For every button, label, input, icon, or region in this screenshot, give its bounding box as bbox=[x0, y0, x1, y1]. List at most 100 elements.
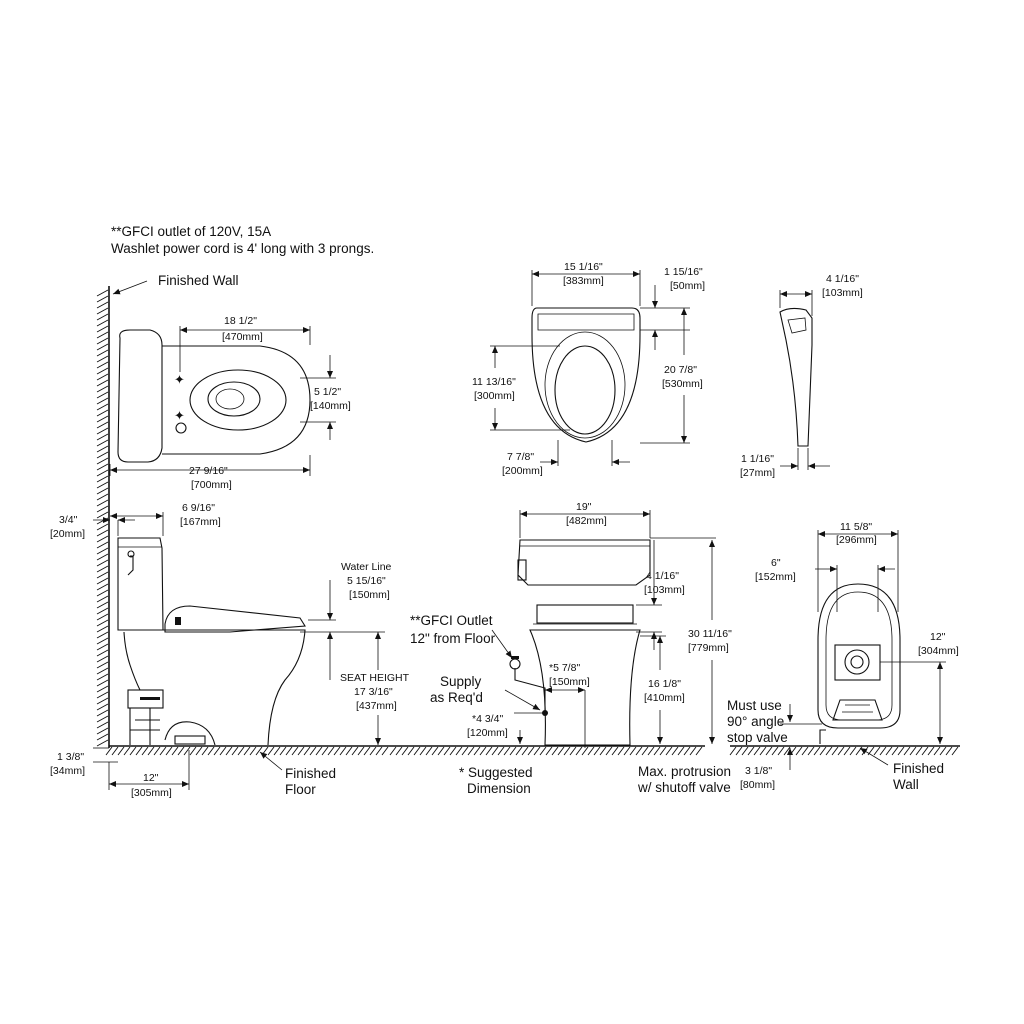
hatch-line bbox=[695, 746, 703, 756]
dim-1-1-mm: [27mm] bbox=[740, 467, 775, 479]
floor-leader bbox=[259, 751, 283, 771]
hatch-line bbox=[96, 439, 109, 447]
hatch-line bbox=[96, 607, 109, 615]
dim-20: 20 7/8" bbox=[664, 364, 697, 376]
seat-side-view: 4 1/16" [103mm] 1 1/16" [27mm] bbox=[740, 273, 863, 479]
hatch-line bbox=[291, 746, 299, 756]
hatch-line bbox=[243, 746, 251, 756]
hatch-line bbox=[123, 746, 131, 756]
dim-11-5-mm: [296mm] bbox=[836, 534, 877, 546]
hatch-line bbox=[96, 331, 109, 339]
hatch-line bbox=[753, 746, 761, 756]
plan-mark-2: ✦ bbox=[174, 408, 185, 423]
flange bbox=[164, 721, 216, 746]
hatch-line bbox=[96, 691, 109, 699]
dim-20-mm: [530mm] bbox=[662, 378, 703, 390]
hatch-line bbox=[96, 349, 109, 357]
hatch-line bbox=[96, 367, 109, 375]
hatch-line bbox=[515, 746, 523, 756]
dim-1-15-mm: [50mm] bbox=[670, 280, 705, 292]
hatch-line bbox=[261, 746, 269, 756]
hatch-line bbox=[96, 739, 109, 747]
hatch-line bbox=[96, 649, 109, 657]
hatch-line bbox=[539, 746, 547, 756]
hatch-line bbox=[741, 746, 749, 756]
hatch-line bbox=[683, 746, 691, 756]
hatch-line bbox=[563, 746, 571, 756]
dim-6-9-mm: [167mm] bbox=[180, 516, 221, 528]
dim-15-mm: [383mm] bbox=[563, 275, 604, 287]
hatch-line bbox=[219, 746, 227, 756]
dim-11-5: 11 5/8" bbox=[840, 521, 872, 533]
side-view: 3/4" [20mm] 6 9/16" [167mm] Water Line 5… bbox=[50, 502, 410, 799]
floor-hatching-front bbox=[389, 746, 703, 756]
hatch-line bbox=[473, 746, 481, 756]
flush-lever-knob bbox=[127, 550, 135, 558]
hatch-line bbox=[96, 493, 109, 501]
hatch-line bbox=[96, 301, 109, 309]
hatch-line bbox=[96, 583, 109, 591]
hatch-line bbox=[171, 746, 179, 756]
hatch-line bbox=[141, 746, 149, 756]
hatch-line bbox=[201, 746, 209, 756]
dim-12-rear: 12" bbox=[930, 631, 946, 643]
seat-ring bbox=[544, 331, 626, 439]
notes: **GFCI outlet of 120V, 15A Washlet power… bbox=[111, 224, 374, 256]
hatch-line bbox=[551, 746, 559, 756]
side-trapway bbox=[127, 689, 164, 709]
seat-hinge bbox=[175, 617, 181, 625]
finished-wall-left: Finished Wall bbox=[96, 273, 239, 748]
hatch-line bbox=[927, 746, 935, 756]
dim-30: 30 11/16" bbox=[688, 628, 732, 640]
hatch-line bbox=[671, 746, 679, 756]
hatch-line bbox=[431, 746, 439, 756]
hatch-line bbox=[689, 746, 697, 756]
hatch-line bbox=[729, 746, 737, 756]
hatch-line bbox=[479, 746, 487, 756]
hatch-line bbox=[96, 307, 109, 315]
dim-1-3-8-mm: [34mm] bbox=[50, 765, 85, 777]
hatch-line bbox=[425, 746, 433, 756]
must-use-3: stop valve bbox=[727, 730, 788, 745]
hatch-line bbox=[509, 746, 517, 756]
hatch-line bbox=[96, 673, 109, 681]
hatch-line bbox=[96, 427, 109, 435]
hatch-line bbox=[105, 746, 113, 756]
dim-4-3: *4 3/4" bbox=[472, 713, 503, 725]
hatch-line bbox=[297, 746, 305, 756]
hatch-line bbox=[939, 746, 947, 756]
hatch-line bbox=[96, 289, 109, 297]
hatch-line bbox=[129, 746, 137, 756]
hatch-line bbox=[183, 746, 191, 756]
dim-6-9: 6 9/16" bbox=[182, 502, 215, 514]
floor-hatching-rear bbox=[729, 746, 959, 756]
power-cord-note: Washlet power cord is 4' long with 3 pro… bbox=[111, 241, 374, 256]
suggested-label-1: * Suggested bbox=[459, 765, 533, 780]
hatch-line bbox=[96, 667, 109, 675]
side-tank bbox=[117, 537, 164, 631]
hatch-line bbox=[96, 613, 109, 621]
hatch-line bbox=[159, 746, 167, 756]
hatch-line bbox=[623, 746, 631, 756]
hatch-line bbox=[237, 746, 245, 756]
dim-12: 12" bbox=[143, 772, 159, 784]
hatch-line bbox=[777, 746, 785, 756]
hatch-line bbox=[165, 746, 173, 756]
dim-27: 27 9/16" bbox=[189, 465, 228, 477]
dim-5-half: 5 1/2" bbox=[314, 386, 341, 398]
hatch-line bbox=[315, 746, 323, 756]
hatch-line bbox=[933, 746, 941, 756]
plan-seat bbox=[189, 369, 287, 431]
hatch-line bbox=[96, 385, 109, 393]
hatch-line bbox=[96, 697, 109, 705]
rear-wall-leader bbox=[859, 747, 889, 766]
seat-side-outline bbox=[779, 307, 813, 447]
hatch-line bbox=[96, 391, 109, 399]
hatch-line bbox=[96, 469, 109, 477]
hatch-line bbox=[849, 746, 857, 756]
hatch-line bbox=[521, 746, 529, 756]
dim-18-half-mm: [470mm] bbox=[222, 331, 263, 343]
hatch-line bbox=[96, 661, 109, 669]
hatch-line bbox=[891, 746, 899, 756]
hatch-line bbox=[735, 746, 743, 756]
